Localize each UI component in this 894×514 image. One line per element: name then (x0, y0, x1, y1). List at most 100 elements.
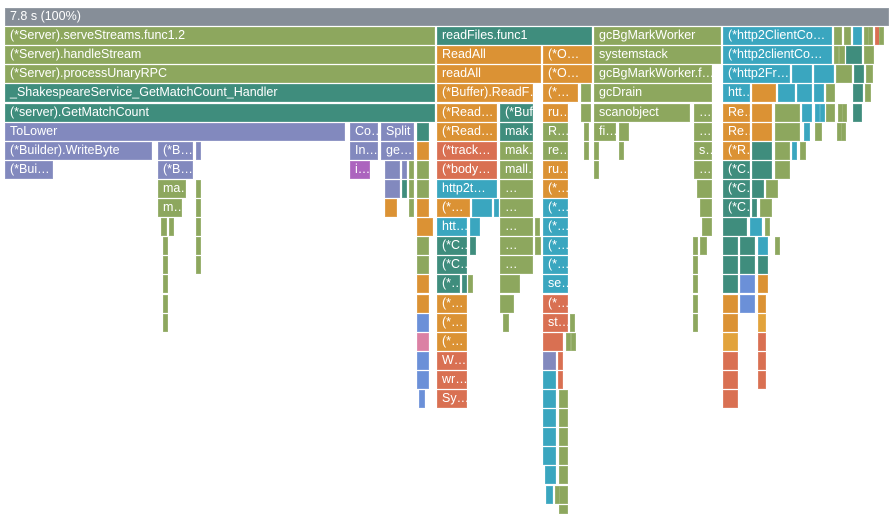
frame-http2clientco[interactable]: (*http2clientCo… (723, 46, 832, 64)
frame-read[interactable]: (*Read… (437, 104, 497, 122)
frame-sliver[interactable] (543, 390, 556, 408)
frame-sliver[interactable] (543, 371, 556, 389)
frame-sliver[interactable] (385, 199, 397, 217)
frame-sliver[interactable] (815, 104, 820, 122)
frame-readall[interactable]: readAll (437, 65, 541, 83)
frame-ru[interactable]: ru… (543, 161, 568, 179)
frame-c[interactable]: (*C… (437, 256, 467, 274)
frame-sliver[interactable] (584, 123, 589, 141)
frame-gcdrain[interactable]: gcDrain (594, 84, 712, 102)
frame-readfiles-func1[interactable]: readFiles.func1 (437, 27, 592, 45)
frame-sliver[interactable] (559, 409, 568, 427)
frame-sliver[interactable] (837, 123, 842, 141)
frame-sliver[interactable] (723, 390, 738, 408)
frame-sliver[interactable] (163, 256, 168, 274)
frame-sliver[interactable] (723, 237, 738, 255)
frame-sliver[interactable] (775, 104, 800, 122)
frame-sliver[interactable]: … (500, 256, 533, 274)
frame-sliver[interactable] (723, 256, 738, 274)
frame-sliver[interactable] (581, 84, 591, 102)
frame-st[interactable]: st… (543, 314, 568, 332)
frame-sliver[interactable] (865, 84, 871, 102)
frame-sliver[interactable] (503, 314, 509, 332)
frame-sliver[interactable]: (*… (437, 275, 460, 293)
frame-htt[interactable]: htt… (437, 218, 467, 236)
frame-sliver[interactable] (814, 84, 824, 102)
frame-wr[interactable]: wr… (437, 371, 467, 389)
frame-i[interactable]: i… (350, 161, 370, 179)
frame-sliver[interactable] (619, 123, 629, 141)
frame-sliver[interactable] (500, 295, 514, 313)
frame-sliver[interactable] (700, 237, 707, 255)
frame-sliver[interactable] (752, 180, 764, 198)
frame-sliver[interactable] (775, 123, 800, 141)
frame-sliver[interactable] (836, 65, 852, 83)
frame-sliver[interactable] (571, 333, 576, 351)
frame-sliver[interactable] (500, 275, 520, 293)
frame-gcbgmarkworker[interactable]: gcBgMarkWorker (594, 27, 721, 45)
frame-ge[interactable]: ge… (381, 142, 414, 160)
frame-sliver[interactable] (559, 447, 568, 465)
frame-sliver[interactable] (752, 161, 772, 179)
frame-ru[interactable]: ru… (543, 104, 568, 122)
frame-sliver[interactable] (758, 275, 768, 293)
frame-sliver[interactable] (472, 199, 492, 217)
frame-sliver[interactable] (853, 27, 862, 45)
frame-sliver[interactable] (740, 295, 755, 313)
frame-sliver[interactable] (693, 314, 698, 332)
frame-sliver[interactable] (758, 352, 766, 370)
frame-sliver[interactable] (841, 123, 846, 141)
frame-sliver[interactable] (417, 218, 433, 236)
frame-ma[interactable]: ma… (158, 180, 186, 198)
frame-sliver[interactable] (417, 352, 429, 370)
frame-sliver[interactable] (417, 142, 429, 160)
frame-sliver[interactable] (804, 123, 810, 141)
frame-sliver[interactable] (417, 371, 429, 389)
frame-sliver[interactable] (758, 237, 768, 255)
frame-sliver[interactable] (594, 142, 599, 160)
frame-sliver[interactable] (693, 237, 698, 255)
frame-sliver[interactable] (758, 295, 766, 313)
frame-buf[interactable]: (*Buf… (500, 104, 533, 122)
frame-sliver[interactable]: (*… (543, 256, 568, 274)
frame-s[interactable]: s… (694, 142, 712, 160)
frame-readall[interactable]: ReadAll (437, 46, 541, 64)
frame-sliver[interactable] (723, 371, 738, 389)
frame-systemstack[interactable]: systemstack (594, 46, 721, 64)
frame-sliver[interactable] (543, 447, 556, 465)
frame-server-handlestream[interactable]: (*Server).handleStream (5, 46, 435, 64)
frame-sliver[interactable] (752, 104, 772, 122)
frame-sliver[interactable] (417, 180, 429, 198)
frame-sliver[interactable] (543, 428, 556, 446)
frame-sliver[interactable] (765, 218, 770, 236)
frame-sliver[interactable] (545, 466, 556, 484)
frame-sliver[interactable] (802, 104, 812, 122)
frame-server-getmatchcount[interactable]: (*server).GetMatchCount (5, 104, 435, 122)
frame-sliver[interactable] (559, 466, 568, 484)
frame-sliver[interactable] (853, 104, 862, 122)
frame-htt[interactable]: htt… (723, 84, 750, 102)
frame-sliver[interactable] (693, 295, 698, 313)
frame-gcbgmarkworker-f[interactable]: gcBgMarkWorker.f… (594, 65, 712, 83)
frame-sliver[interactable] (797, 84, 812, 102)
frame-sliver[interactable] (838, 104, 843, 122)
frame-sliver[interactable] (535, 218, 540, 236)
frame-sliver[interactable] (875, 27, 880, 45)
frame-sliver[interactable] (594, 161, 599, 179)
frame-sliver[interactable] (792, 65, 812, 83)
frame-server-servestreams-func1-2[interactable]: (*Server).serveStreams.func1.2 (5, 27, 435, 45)
frame-sliver[interactable] (417, 123, 429, 141)
frame-sliver[interactable] (409, 199, 414, 217)
frame-sliver[interactable] (584, 142, 589, 160)
frame-http2t[interactable]: http2t… (437, 180, 497, 198)
frame-sliver[interactable] (693, 256, 698, 274)
frame-sliver[interactable]: (*… (543, 199, 568, 217)
frame-sliver[interactable]: … (500, 218, 533, 236)
frame-sliver[interactable] (543, 409, 556, 427)
frame-sliver[interactable] (800, 142, 806, 160)
frame-re[interactable]: Re… (723, 123, 750, 141)
frame-sliver[interactable] (169, 218, 174, 236)
frame-sliver[interactable] (196, 237, 201, 255)
frame-sliver[interactable] (543, 352, 556, 370)
frame-sliver[interactable] (543, 333, 563, 351)
